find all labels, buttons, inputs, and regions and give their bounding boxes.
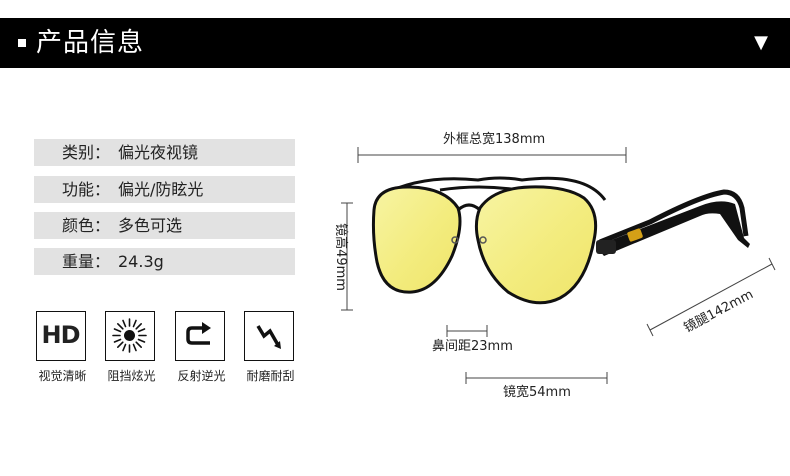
feature-anti-glare: 阻挡炫光 <box>105 311 158 383</box>
dimension-line-lens-height <box>341 202 353 311</box>
dimension-label-frame-width: 外框总宽138mm <box>443 132 546 147</box>
spec-value: 24.3g <box>118 252 164 271</box>
glasses-temple <box>596 189 750 256</box>
dimension-label-lens-width: 镜宽54mm <box>503 385 571 400</box>
spec-row-color: 颜色： 多色可选 <box>34 212 295 239</box>
feature-caption: 耐磨耐刮 <box>246 369 295 383</box>
scratch-bolt-icon <box>244 311 294 361</box>
dimension-label-bridge: 鼻间距23mm <box>432 339 513 354</box>
dimension-line-frame-width <box>357 147 627 163</box>
spec-value: 多色可选 <box>118 216 183 235</box>
feature-caption: 阻挡炫光 <box>107 369 156 383</box>
sun-glare-icon <box>105 311 155 361</box>
feature-reflect: 反射逆光 <box>175 311 228 383</box>
section-header: 产品信息 ▼ <box>0 18 790 68</box>
feature-caption: 视觉清晰 <box>38 369 87 383</box>
reflect-arrow-icon <box>175 311 225 361</box>
feature-scratch-resistant: 耐磨耐刮 <box>244 311 297 383</box>
chevron-down-icon[interactable]: ▼ <box>754 32 768 53</box>
dimension-line-bridge <box>446 325 488 337</box>
spec-label: 重量： <box>62 252 111 271</box>
square-bullet-icon <box>18 39 26 47</box>
feature-hd: HD 视觉清晰 <box>36 311 89 383</box>
dimension-line-temple <box>646 257 776 337</box>
spec-label: 颜色： <box>62 216 111 235</box>
spec-value: 偏光/防眩光 <box>118 180 204 199</box>
spec-label: 类别： <box>62 143 111 162</box>
section-title: 产品信息 <box>36 28 145 58</box>
spec-row-weight: 重量： 24.3g <box>34 248 295 275</box>
spec-row-category: 类别： 偏光夜视镜 <box>34 139 295 166</box>
dimension-label-lens-height: 镜高49mm <box>333 223 348 291</box>
spec-value: 偏光夜视镜 <box>118 143 199 162</box>
glasses-left-lens <box>371 185 462 294</box>
spec-row-function: 功能： 偏光/防眩光 <box>34 176 295 203</box>
glasses-right-lens <box>474 185 598 305</box>
hd-icon: HD <box>36 311 86 361</box>
dimension-line-lens-width <box>465 372 608 384</box>
feature-caption: 反射逆光 <box>177 369 226 383</box>
spec-label: 功能： <box>62 180 111 199</box>
